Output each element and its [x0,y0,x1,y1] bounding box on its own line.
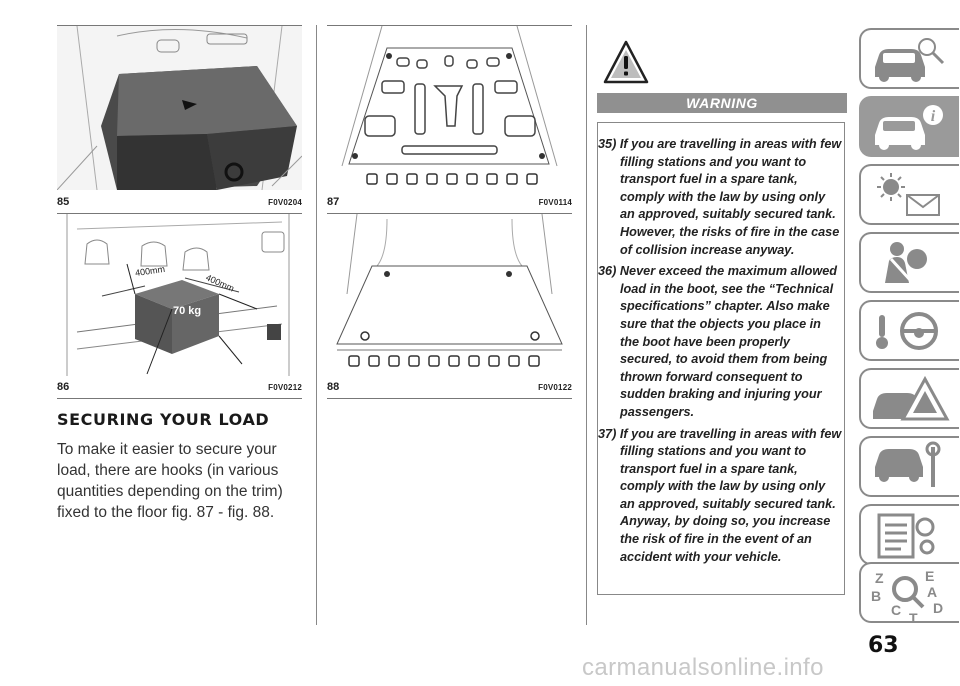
index-letter-d: D [933,600,943,616]
index-letter-c: C [891,602,901,618]
index-icon: Z E A B C D T [871,568,943,625]
warning-list: 35) If you are travelling in areas with … [598,136,842,570]
tab-technical-data[interactable] [859,504,959,565]
tab-maintenance[interactable] [859,436,959,497]
maintenance-icon [875,441,941,487]
car-info-icon: i [875,105,943,150]
tab-index[interactable]: Z E A B C D T [859,562,959,625]
figure-87-number: 87 [327,196,340,208]
technical-data-icon [877,513,935,559]
top-rule-middle [327,25,572,26]
figure-85-rule [57,213,302,214]
section-title: SECURING YOUR LOAD [57,410,270,429]
section-body: To make it easier to secure your load, t… [57,441,283,521]
warning-item-36: 36) Never exceed the maximum allowed loa… [598,264,838,419]
warning-item-35: 35) If you are travelling in areas with … [598,137,842,257]
tab-warning-lights[interactable] [859,164,959,225]
tab-safety[interactable] [859,232,959,293]
watermark: carmanualsonline.info [582,654,824,681]
column-divider-right [586,25,587,625]
page-number: 63 [868,633,899,658]
warning-item-37: 37) If you are travelling in areas with … [598,426,842,564]
figure-88-code: F0V0122 [538,383,572,392]
car-dashboard-icon [875,38,945,82]
figure-88-floor-hooks [327,214,572,376]
index-letter-e: E [925,568,934,584]
starting-driving-icon [876,312,938,350]
warning-lights-icon [877,173,940,216]
figure-85-code: F0V0204 [268,198,302,207]
figure-87-floor-hooks [327,26,572,190]
figure-87-code: F0V0114 [538,198,572,207]
index-letter-b: B [871,588,881,604]
figure-87-rule [327,213,572,214]
tab-starting-driving[interactable] [859,300,959,361]
warning-title: WARNING [597,93,847,113]
top-rule-left [57,25,302,26]
index-letter-z: Z [875,570,884,586]
emergency-icon [873,375,950,421]
index-letter-t: T [909,610,918,625]
figure-86-load-diagram: 400mm 400mm 70 kg [57,214,302,376]
column-divider-left [316,25,317,625]
warning-triangle-icon [603,40,649,89]
warning-box [597,122,845,595]
tab-emergency[interactable] [859,368,959,429]
figure-86-rule [57,398,302,399]
svg-text:i: i [931,108,936,125]
figure-88-rule [327,398,572,399]
tab-car-info[interactable]: i [859,96,959,157]
figure-86-number: 86 [57,381,70,393]
figure-86-weight-label: 70 kg [173,305,202,317]
figure-88-number: 88 [327,381,340,393]
index-letter-a: A [927,584,937,600]
figure-86-code: F0V0212 [268,383,302,392]
figure-85-load-cover [57,26,302,190]
tab-dashboard[interactable] [859,28,959,89]
figure-85-number: 85 [57,196,70,208]
safety-airbag-icon [885,242,927,283]
